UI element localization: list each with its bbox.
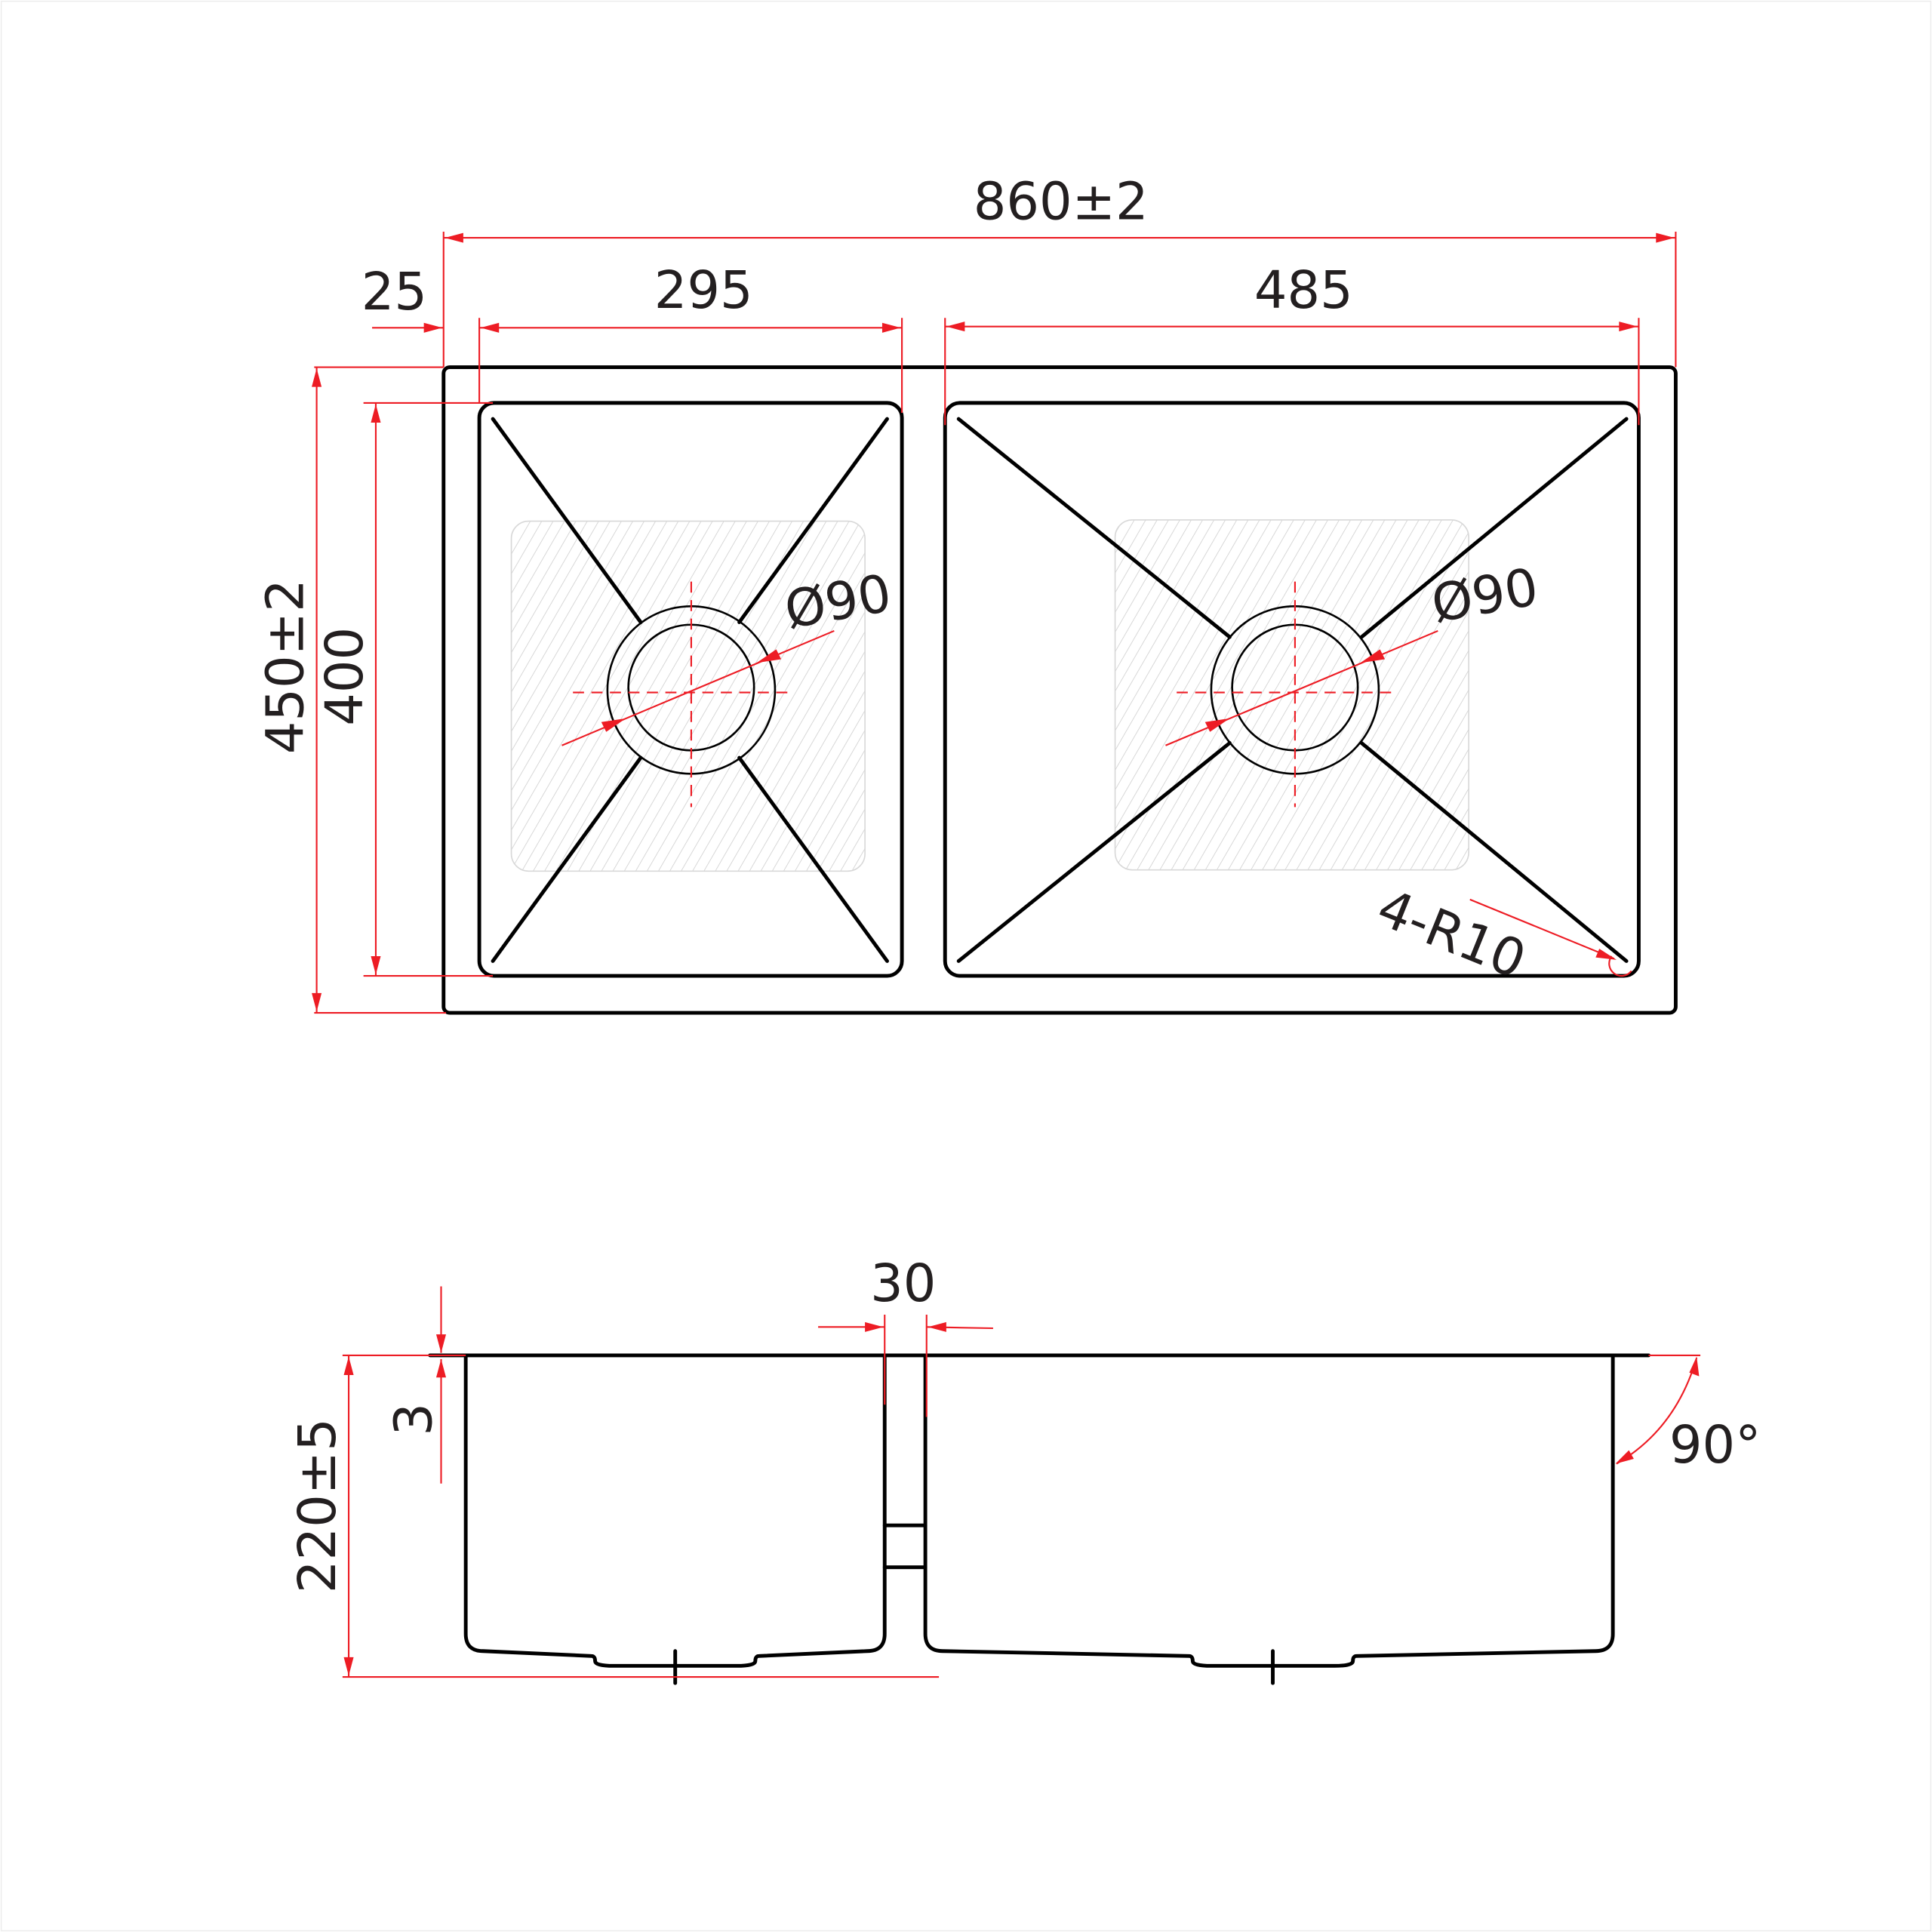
bowl-height-dimension [342,1354,940,1678]
rim-thickness-dimension [435,1286,447,1484]
wall-angle-label: 90° [1669,1415,1761,1475]
corner-radius-leader [1469,898,1632,977]
right-bowl [943,401,1641,978]
left-bowl-profile [463,1353,887,1668]
divider-rungs [882,1523,928,1570]
bottom-mat-left [510,520,866,872]
left-drain [573,581,795,808]
corner-radius-label: 4-R10 [1369,878,1534,991]
drain-center-ticks [673,1649,1275,1685]
divider-width-label: 30 [870,1254,936,1314]
right-bowl-slope-lines [956,417,1629,963]
left-bowl-width-dimension [479,318,903,413]
plan-view: Ø90 Ø90 4-R10 860±2 25 295 [256,172,1678,1015]
bowl-depth-label: 400 [315,627,375,726]
wall-angle-dimension [1615,1354,1701,1465]
bottom-mat-right [1114,519,1469,871]
overall-width-dimension [442,231,1677,368]
overall-depth-dimension [312,366,447,1014]
rim-thickness-label: 3 [383,1403,444,1436]
left-drain-leader [561,629,835,746]
overall-depth-label: 450±2 [256,579,316,754]
side-view: 30 3 220±5 90° [288,1254,1761,1685]
left-bowl-width-label: 295 [654,260,753,321]
divider-width-dimension [818,1315,993,1417]
right-bowl-width-label: 485 [1254,260,1353,321]
bowl-depth-dimension [363,401,494,977]
sink-outline [441,365,1678,1015]
flange-offset-dimension [372,318,481,403]
right-bowl-profile [923,1353,1615,1668]
left-bowl [477,401,904,978]
left-bowl-slope-lines [491,417,889,963]
right-bowl-width-dimension [944,318,1640,426]
right-drain-leader [1165,629,1438,746]
flange-offset-label: 25 [361,262,427,322]
bowl-height-label: 220±5 [288,1418,348,1593]
overall-width-label: 860±2 [974,172,1149,232]
